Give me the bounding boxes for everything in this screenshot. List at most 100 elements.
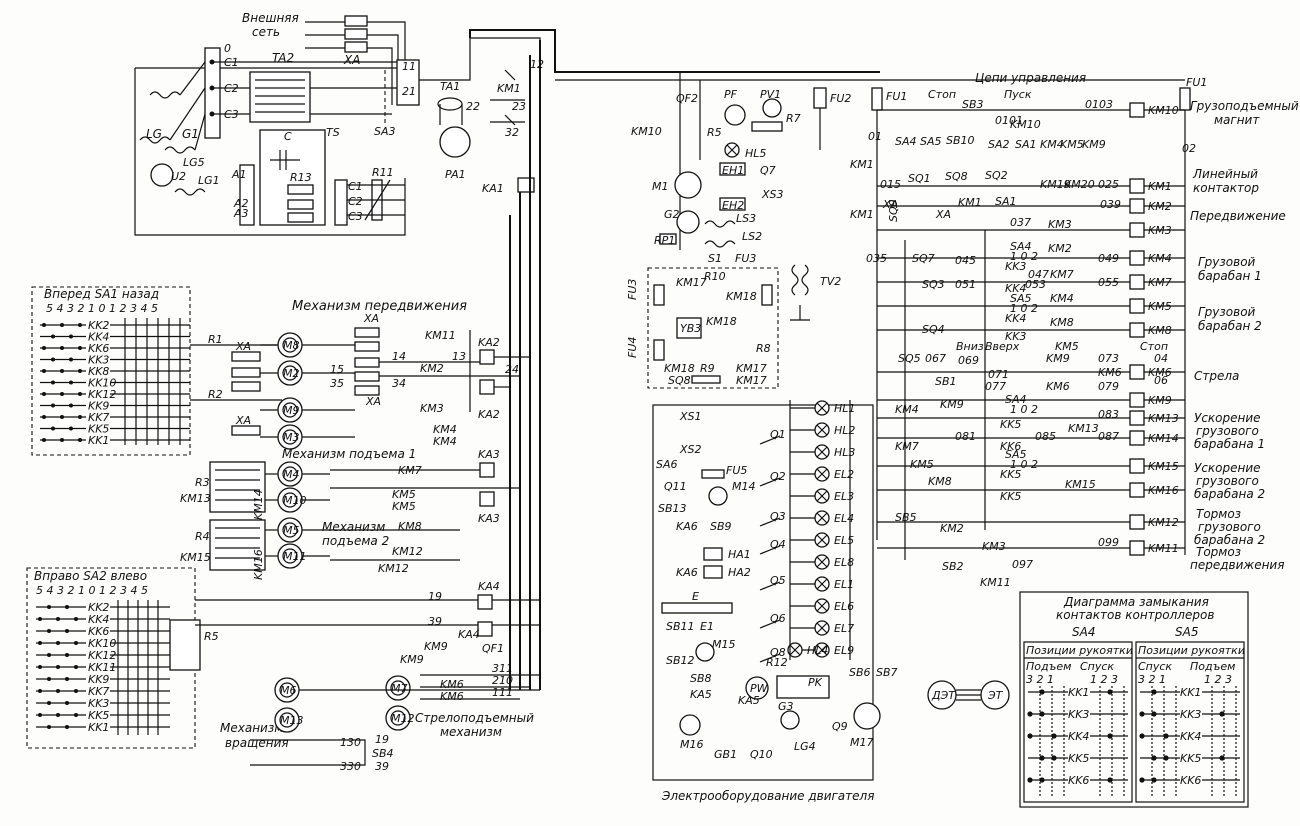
svg-text:XA: XA bbox=[235, 414, 251, 427]
sa2-row-kk10: KK10 bbox=[88, 637, 116, 650]
diag-sa5-kk4: KK4 bbox=[1180, 730, 1201, 743]
svg-text:SA4: SA4 bbox=[895, 135, 917, 148]
svg-text:067: 067 bbox=[925, 352, 946, 365]
svg-text:Вверх: Вверх bbox=[985, 340, 1020, 353]
svg-text:FU3: FU3 bbox=[626, 279, 639, 300]
ext-net-label-1: Внешняя bbox=[242, 11, 299, 25]
svg-text:053: 053 bbox=[1025, 278, 1046, 291]
svg-text:19: 19 bbox=[428, 590, 442, 603]
coil-km3 bbox=[1129, 222, 1145, 238]
ext-net-label-2: сеть bbox=[252, 25, 280, 39]
coil-km12 bbox=[1129, 514, 1145, 530]
svg-text:Стрела: Стрела bbox=[1194, 369, 1239, 383]
svg-text:LG1: LG1 bbox=[198, 174, 220, 187]
svg-text:11: 11 bbox=[402, 60, 416, 73]
svg-text:KM1: KM1 bbox=[958, 196, 982, 209]
svg-text:SB5: SB5 bbox=[895, 511, 917, 524]
sa2-row-kk12: KK12 bbox=[88, 649, 116, 662]
coil-label-km6: KM6 bbox=[1148, 366, 1172, 379]
svg-text:PA1: PA1 bbox=[445, 168, 466, 181]
svg-text:KM20: KM20 bbox=[1064, 178, 1095, 191]
svg-text:KM6: KM6 bbox=[1046, 380, 1070, 393]
coil-label-km14: KM14 bbox=[1148, 432, 1179, 445]
relay-km14: KM14 bbox=[252, 489, 265, 520]
control-circuits-label: Цепи управления bbox=[975, 71, 1086, 85]
lamp-label-el7: EL7 bbox=[834, 622, 854, 635]
svg-text:KM1: KM1 bbox=[497, 82, 521, 95]
lamp-label-el5: EL5 bbox=[834, 534, 854, 547]
svg-text:111: 111 bbox=[492, 686, 513, 699]
svg-text:35: 35 bbox=[330, 377, 344, 390]
switch-q8: Q8 bbox=[770, 646, 786, 659]
svg-text:Q7: Q7 bbox=[760, 164, 776, 177]
motor-m12-label: M12 bbox=[391, 712, 415, 725]
svg-text:TA1: TA1 bbox=[440, 80, 460, 93]
svg-text:FU4: FU4 bbox=[626, 337, 639, 358]
svg-text:G3: G3 bbox=[778, 700, 794, 713]
switch-q6: Q6 bbox=[770, 612, 786, 625]
svg-text:KK5: KK5 bbox=[1000, 490, 1021, 503]
svg-text:SQ9: SQ9 bbox=[887, 199, 900, 222]
svg-text:TV2: TV2 bbox=[820, 275, 841, 288]
control-circuits: Цепи управления FU1 FU1 Стоп Пуск KM10KM… bbox=[850, 71, 1299, 589]
svg-text:XS1: XS1 bbox=[679, 410, 702, 423]
svg-text:PW: PW bbox=[750, 682, 769, 695]
coil-km15 bbox=[1129, 458, 1145, 474]
coil-label-km12: KM12 bbox=[1148, 516, 1179, 529]
coil-km5 bbox=[1129, 298, 1145, 314]
coil-km10 bbox=[1129, 102, 1145, 118]
svg-text:23: 23 bbox=[512, 100, 526, 113]
svg-text:Спуск: Спуск bbox=[1138, 660, 1172, 673]
coil-label-km15: KM15 bbox=[1148, 460, 1179, 473]
start-label: Пуск bbox=[1004, 88, 1032, 101]
svg-text:KM12: KM12 bbox=[378, 562, 409, 575]
motor-m11-label: M11 bbox=[283, 550, 307, 563]
svg-text:SQ3: SQ3 bbox=[922, 278, 945, 291]
svg-text:KK3: KK3 bbox=[1005, 330, 1026, 343]
svg-text:SA1: SA1 bbox=[995, 195, 1017, 208]
svg-text:1 0 2: 1 0 2 bbox=[1010, 403, 1038, 416]
svg-text:KM2: KM2 bbox=[1048, 242, 1072, 255]
ctrl-km1-b: KM1 bbox=[850, 208, 874, 221]
diag-sa5-kk6: KK6 bbox=[1180, 774, 1201, 787]
coil-km8 bbox=[1129, 322, 1145, 338]
svg-text:KM5: KM5 bbox=[392, 488, 416, 501]
svg-text:SQ8: SQ8 bbox=[668, 374, 691, 387]
sa1-row-kk3: KK3 bbox=[88, 354, 109, 367]
svg-text:Тормоз: Тормоз bbox=[1196, 545, 1241, 559]
svg-text:R7: R7 bbox=[786, 112, 801, 125]
motor-m8-label: M8 bbox=[283, 339, 300, 352]
svg-text:SA3: SA3 bbox=[374, 125, 396, 138]
coil-label-km4: KM4 bbox=[1148, 252, 1172, 265]
motor-m7-label: M7 bbox=[391, 682, 408, 695]
svg-text:SA5: SA5 bbox=[1005, 448, 1027, 461]
svg-text:KM13: KM13 bbox=[1068, 422, 1099, 435]
sa1-row-kk8: KK8 bbox=[88, 365, 109, 378]
svg-text:R10: R10 bbox=[704, 270, 726, 283]
svg-text:KA5: KA5 bbox=[738, 694, 760, 707]
svg-text:KM15: KM15 bbox=[180, 551, 211, 564]
svg-text:SA4: SA4 bbox=[1072, 625, 1095, 639]
svg-text:KM9: KM9 bbox=[400, 653, 424, 666]
svg-text:KM19: KM19 bbox=[1040, 178, 1071, 191]
svg-text:G2: G2 bbox=[664, 208, 680, 221]
svg-text:Тормоз: Тормоз bbox=[1196, 507, 1241, 521]
sa2-row-kk11: KK11 bbox=[88, 661, 116, 674]
svg-text:XS3: XS3 bbox=[761, 188, 784, 201]
sa2-row-kk4: KK4 bbox=[88, 613, 109, 626]
svg-text:R12: R12 bbox=[766, 656, 788, 669]
coil-km7 bbox=[1129, 274, 1145, 290]
svg-text:KM9: KM9 bbox=[1082, 138, 1106, 151]
svg-text:XS2: XS2 bbox=[679, 443, 702, 456]
svg-text:LG5: LG5 bbox=[183, 156, 205, 169]
svg-text:SQ1: SQ1 bbox=[908, 172, 931, 185]
boom-mech-label-2: механизм bbox=[440, 725, 502, 739]
svg-text:RP1: RP1 bbox=[654, 234, 675, 247]
svg-text:SA6: SA6 bbox=[656, 458, 678, 471]
svg-text:магнит: магнит bbox=[1214, 113, 1260, 127]
motor-m12 bbox=[385, 705, 411, 731]
svg-text:KM12: KM12 bbox=[392, 545, 423, 558]
coil-label-km13: KM13 bbox=[1148, 412, 1179, 425]
svg-text:SA5: SA5 bbox=[920, 135, 942, 148]
